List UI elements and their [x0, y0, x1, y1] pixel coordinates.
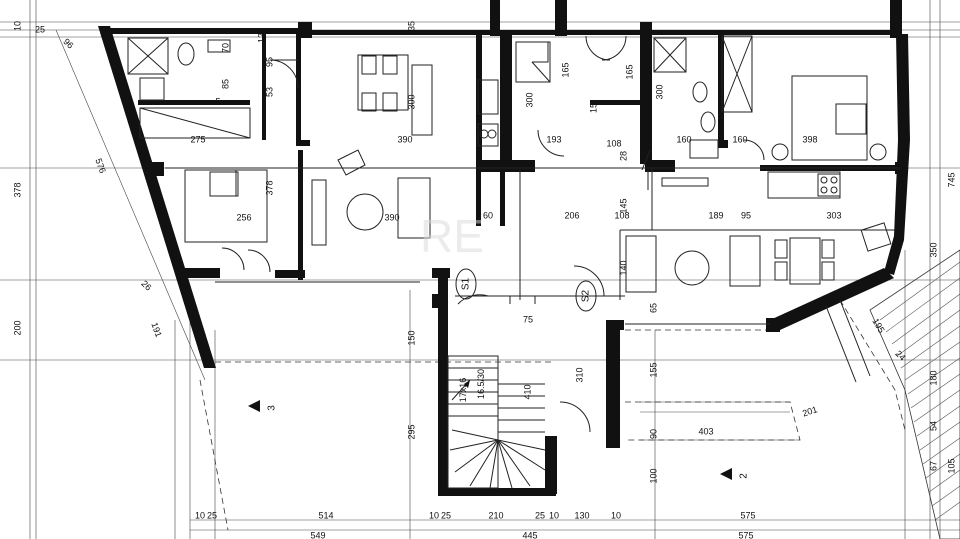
dimension-label: 210	[488, 510, 503, 520]
dimension-label: 275	[190, 134, 205, 144]
dimension-label: 300	[406, 94, 416, 109]
dimension-label: 10	[195, 510, 205, 520]
dimension-label: 130	[574, 510, 589, 520]
dimension-label: 576	[93, 157, 108, 175]
dimension-label: 60	[483, 210, 493, 220]
dimension-label: 165	[560, 62, 570, 77]
section-markers: 3 2	[248, 400, 750, 480]
stair-labels: S1 S2 17x16 16.5/30	[455, 268, 597, 403]
dimension-label: 398	[802, 134, 817, 144]
dimension-label: 25	[441, 510, 451, 520]
dimension-label: 10	[12, 21, 22, 31]
dimension-label: 206	[564, 210, 579, 220]
dimension-label: 145	[618, 198, 628, 213]
dimension-label: 65	[648, 303, 658, 313]
dimension-label: 25	[207, 510, 217, 520]
dimension-label: 295	[406, 424, 416, 439]
dimension-label: 25	[35, 24, 45, 34]
dimension-label: 67	[928, 461, 938, 471]
stair	[447, 355, 546, 489]
dimension-label: 189	[708, 210, 723, 220]
dimension-label: 54	[928, 421, 938, 431]
stair-rise-label: 16.5/30	[476, 369, 486, 399]
dimension-label: 75	[523, 314, 533, 324]
dimension-label: 193	[546, 134, 561, 144]
watermark: RE	[420, 210, 484, 262]
dimension-label: 35	[406, 21, 416, 31]
stair-steps-label: 17x16	[458, 378, 468, 403]
dimension-label: 549	[310, 530, 325, 539]
dimension-label: 12	[256, 33, 266, 43]
dimension-label: 350	[928, 242, 938, 257]
dimension-label: 100	[648, 468, 658, 483]
dimension-label: 24	[893, 348, 907, 362]
dimension-label: 378	[264, 180, 274, 195]
dimension-label: 108	[614, 210, 629, 220]
dimension-label: 300	[524, 92, 534, 107]
stair-label-s1: S1	[461, 277, 472, 290]
dimension-label: 26	[139, 278, 153, 292]
partitions	[139, 35, 900, 383]
dimension-label: 256	[236, 212, 251, 222]
dimension-label: 201	[801, 404, 818, 418]
dimension-label: 160	[676, 134, 691, 144]
balcony-outline	[199, 299, 906, 531]
dimension-label: 95	[264, 57, 274, 67]
dimension-label: 28	[618, 151, 628, 161]
door-swings	[221, 35, 765, 433]
dimension-label: 95	[741, 210, 751, 220]
dimension-label: 300	[654, 84, 664, 99]
dimension-label: 191	[149, 321, 164, 339]
dimension-label: 85	[220, 79, 230, 89]
dimension-label: 195	[870, 317, 886, 335]
dimension-label: 200	[12, 320, 22, 335]
dimension-label: 10	[611, 510, 621, 520]
dimension-label: 390	[384, 212, 399, 222]
dimension-label: 155	[648, 362, 658, 377]
dimension-label: 575	[740, 510, 755, 520]
walls	[98, 0, 910, 496]
dimension-label: 160	[732, 134, 747, 144]
dimension-label: 165	[624, 64, 634, 79]
dimension-label: 10	[429, 510, 439, 520]
dimension-label: 53	[264, 87, 274, 97]
dimension-label: 5	[215, 96, 220, 106]
stair-label-s2: S2	[581, 289, 592, 302]
dimension-label: 378	[12, 182, 22, 197]
dimension-label: 180	[928, 370, 938, 385]
hatched-area	[869, 249, 960, 539]
dimension-label: 96	[61, 36, 75, 50]
dimension-label: 10	[549, 510, 559, 520]
dimension-label: 410	[522, 384, 532, 399]
dimension-label: 25	[535, 510, 545, 520]
dimension-label: 445	[522, 530, 537, 539]
dimension-label: 140	[618, 260, 628, 275]
dimension-label: 575	[738, 530, 753, 539]
dimension-label: 390	[397, 134, 412, 144]
dimension-label: 105	[946, 458, 956, 473]
dimension-label: 70	[220, 43, 230, 53]
dimension-label: 514	[318, 510, 333, 520]
dimension-label: 403	[698, 426, 713, 436]
dimension-label: 150	[406, 330, 416, 345]
dimension-label: 745	[946, 172, 956, 187]
section-marker-right: 2	[739, 473, 750, 479]
dimension-label: 108	[606, 138, 621, 148]
dimension-label: 15	[588, 103, 598, 113]
dimension-label: 310	[574, 367, 584, 382]
dimension-label: 303	[826, 210, 841, 220]
section-marker-left: 3	[267, 405, 278, 411]
dimension-label: 90	[648, 429, 658, 439]
furniture	[127, 37, 892, 293]
